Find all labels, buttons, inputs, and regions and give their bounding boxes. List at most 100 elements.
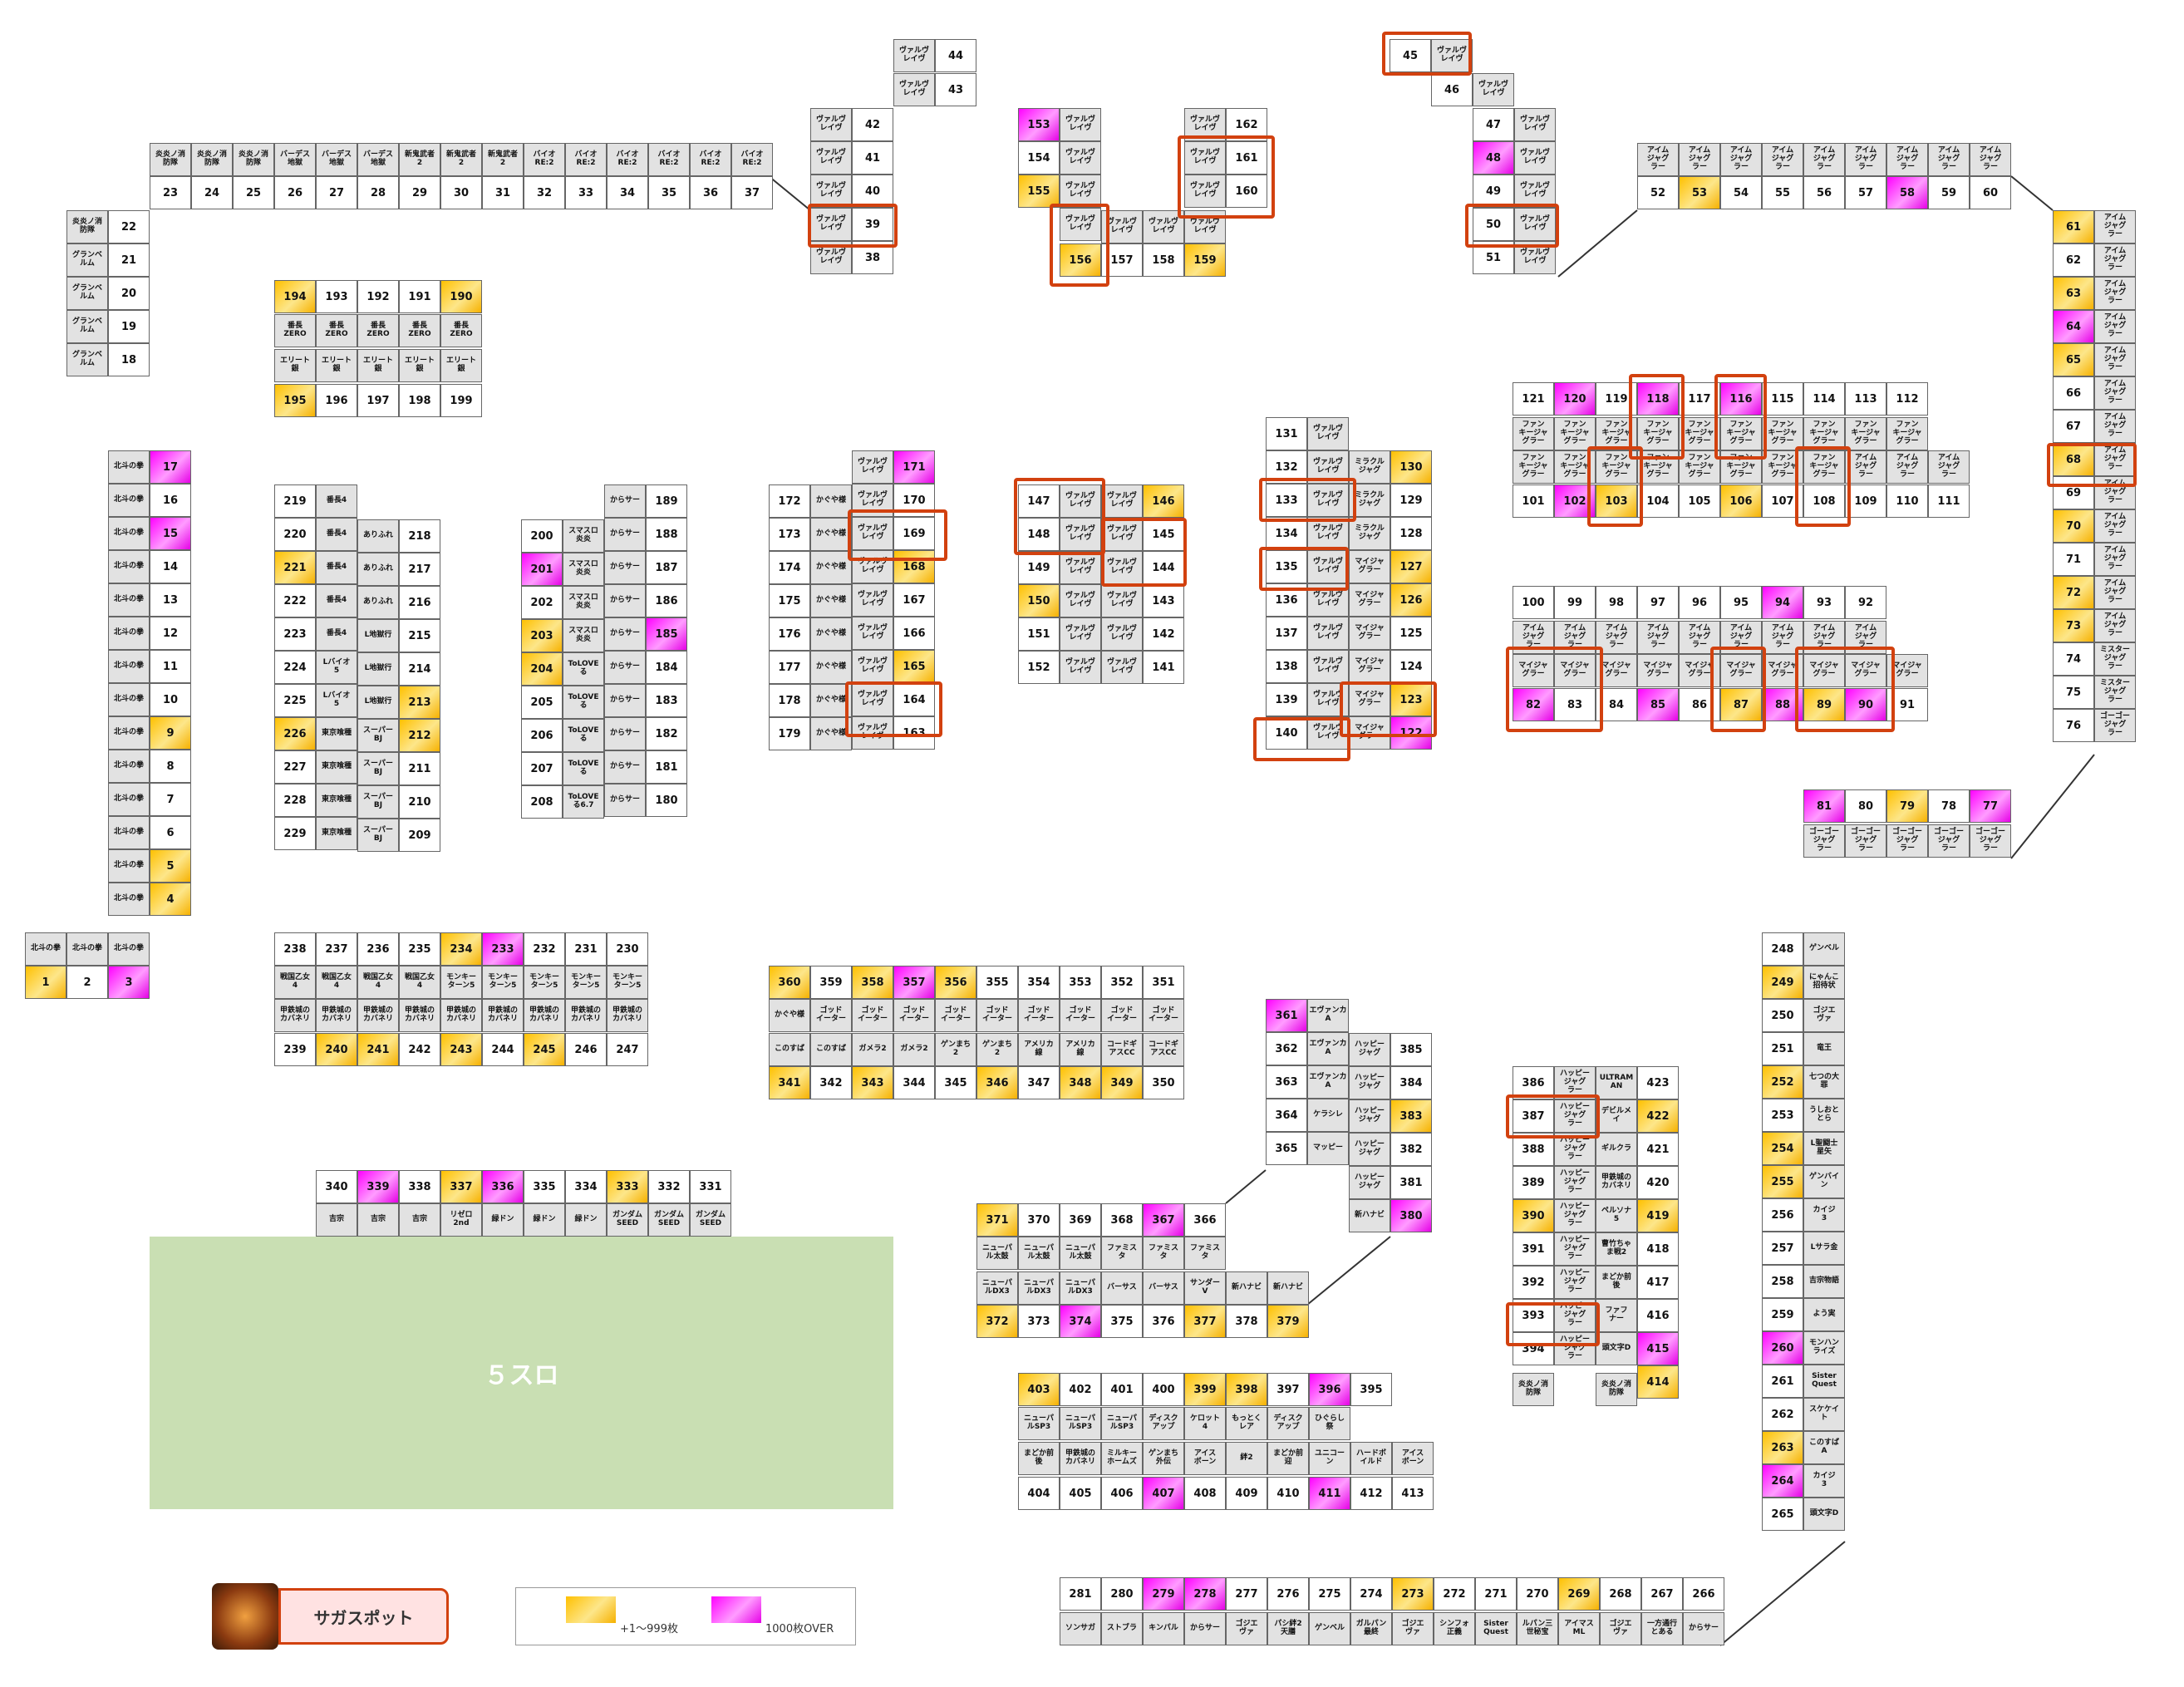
machine-188[interactable]: 188: [646, 518, 687, 551]
machine-138[interactable]: 138: [1266, 650, 1307, 683]
machine-207[interactable]: 207: [521, 752, 563, 785]
machine-349[interactable]: 349: [1101, 1066, 1143, 1099]
machine-20[interactable]: 20: [108, 277, 150, 310]
machine-175[interactable]: 175: [769, 584, 810, 617]
machine-45[interactable]: 45: [1390, 39, 1431, 72]
machine-218[interactable]: 218: [399, 519, 440, 553]
machine-208[interactable]: 208: [521, 785, 563, 819]
machine-281[interactable]: 281: [1060, 1577, 1101, 1611]
machine-245[interactable]: 245: [524, 1033, 565, 1066]
machine-121[interactable]: 121: [1513, 382, 1554, 416]
machine-380[interactable]: 380: [1390, 1199, 1432, 1232]
machine-421[interactable]: 421: [1637, 1133, 1679, 1166]
machine-199[interactable]: 199: [440, 384, 482, 417]
machine-266[interactable]: 266: [1683, 1577, 1724, 1611]
machine-401[interactable]: 401: [1101, 1373, 1143, 1406]
machine-396[interactable]: 396: [1309, 1373, 1350, 1406]
machine-248[interactable]: 248: [1762, 932, 1803, 966]
machine-358[interactable]: 358: [852, 966, 893, 999]
machine-241[interactable]: 241: [357, 1033, 399, 1066]
machine-383[interactable]: 383: [1390, 1099, 1432, 1133]
machine-196[interactable]: 196: [316, 384, 357, 417]
machine-148[interactable]: 148: [1018, 518, 1060, 551]
machine-172[interactable]: 172: [769, 484, 810, 518]
machine-210[interactable]: 210: [399, 785, 440, 819]
machine-110[interactable]: 110: [1886, 484, 1928, 518]
machine-180[interactable]: 180: [646, 784, 687, 817]
machine-160[interactable]: 160: [1226, 175, 1267, 208]
machine-276[interactable]: 276: [1267, 1577, 1309, 1611]
machine-100[interactable]: 100: [1513, 586, 1554, 619]
machine-228[interactable]: 228: [274, 784, 316, 817]
machine-171[interactable]: 171: [893, 450, 935, 484]
machine-202[interactable]: 202: [521, 586, 563, 619]
machine-154[interactable]: 154: [1018, 141, 1060, 175]
machine-11[interactable]: 11: [150, 650, 191, 683]
machine-195[interactable]: 195: [274, 384, 316, 417]
machine-1[interactable]: 1: [25, 966, 66, 999]
machine-21[interactable]: 21: [108, 243, 150, 277]
machine-77[interactable]: 77: [1970, 789, 2011, 823]
machine-259[interactable]: 259: [1762, 1298, 1803, 1331]
machine-53[interactable]: 53: [1679, 176, 1720, 209]
machine-355[interactable]: 355: [976, 966, 1018, 999]
machine-18[interactable]: 18: [108, 343, 150, 376]
machine-368[interactable]: 368: [1101, 1203, 1143, 1237]
machine-191[interactable]: 191: [399, 280, 440, 313]
machine-231[interactable]: 231: [565, 932, 607, 966]
machine-384[interactable]: 384: [1390, 1066, 1432, 1099]
machine-2[interactable]: 2: [66, 966, 108, 999]
machine-115[interactable]: 115: [1762, 382, 1803, 416]
machine-331[interactable]: 331: [690, 1170, 731, 1203]
machine-167[interactable]: 167: [893, 583, 935, 617]
machine-339[interactable]: 339: [357, 1170, 399, 1203]
machine-69[interactable]: 69: [2053, 476, 2094, 509]
machine-365[interactable]: 365: [1266, 1132, 1307, 1165]
machine-215[interactable]: 215: [399, 619, 440, 652]
machine-128[interactable]: 128: [1390, 517, 1432, 550]
machine-139[interactable]: 139: [1266, 683, 1307, 716]
machine-42[interactable]: 42: [852, 108, 893, 141]
machine-150[interactable]: 150: [1018, 584, 1060, 617]
machine-82[interactable]: 82: [1513, 688, 1554, 721]
machine-13[interactable]: 13: [150, 583, 191, 617]
machine-363[interactable]: 363: [1266, 1065, 1307, 1099]
machine-407[interactable]: 407: [1143, 1477, 1184, 1510]
machine-338[interactable]: 338: [399, 1170, 440, 1203]
machine-33[interactable]: 33: [565, 176, 607, 209]
machine-348[interactable]: 348: [1060, 1066, 1101, 1099]
machine-243[interactable]: 243: [440, 1033, 482, 1066]
machine-71[interactable]: 71: [2053, 543, 2094, 576]
machine-395[interactable]: 395: [1350, 1373, 1392, 1406]
machine-213[interactable]: 213: [399, 686, 440, 719]
machine-10[interactable]: 10: [150, 683, 191, 716]
machine-124[interactable]: 124: [1390, 650, 1432, 683]
machine-108[interactable]: 108: [1803, 484, 1845, 518]
machine-382[interactable]: 382: [1390, 1133, 1432, 1166]
machine-274[interactable]: 274: [1350, 1577, 1392, 1611]
machine-153[interactable]: 153: [1018, 108, 1060, 141]
machine-346[interactable]: 346: [976, 1066, 1018, 1099]
machine-236[interactable]: 236: [357, 932, 399, 966]
machine-19[interactable]: 19: [108, 310, 150, 343]
machine-239[interactable]: 239: [274, 1033, 316, 1066]
machine-398[interactable]: 398: [1226, 1373, 1267, 1406]
machine-356[interactable]: 356: [935, 966, 976, 999]
machine-247[interactable]: 247: [607, 1033, 648, 1066]
machine-7[interactable]: 7: [150, 783, 191, 816]
machine-89[interactable]: 89: [1803, 688, 1845, 721]
machine-52[interactable]: 52: [1637, 176, 1679, 209]
machine-81[interactable]: 81: [1803, 789, 1845, 823]
machine-211[interactable]: 211: [399, 752, 440, 785]
machine-61[interactable]: 61: [2053, 210, 2094, 243]
machine-270[interactable]: 270: [1517, 1577, 1558, 1611]
machine-6[interactable]: 6: [150, 816, 191, 849]
machine-37[interactable]: 37: [731, 176, 773, 209]
machine-187[interactable]: 187: [646, 551, 687, 584]
machine-423[interactable]: 423: [1637, 1066, 1679, 1099]
machine-260[interactable]: 260: [1762, 1331, 1803, 1365]
machine-254[interactable]: 254: [1762, 1132, 1803, 1165]
machine-360[interactable]: 360: [769, 966, 810, 999]
machine-371[interactable]: 371: [976, 1203, 1018, 1237]
machine-422[interactable]: 422: [1637, 1099, 1679, 1133]
